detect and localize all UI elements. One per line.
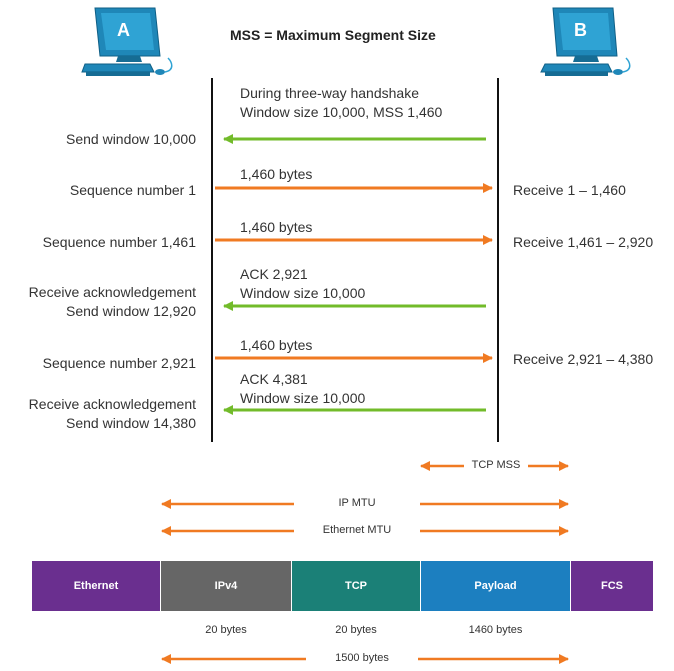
ack-1-window: Window size 10,000 [240, 285, 366, 301]
sequence-number-3: Sequence number 2,921 [42, 355, 196, 371]
ack-2-label: ACK 4,381 [240, 371, 308, 387]
frame-tcp-label: TCP [345, 580, 367, 592]
frame-ethernet-label: Ethernet [73, 580, 119, 592]
tcp-mss-label: TCP MSS [471, 459, 521, 471]
receive-range-1: Receive 1 – 1,460 [513, 182, 626, 198]
frame-fcs: FCS [571, 561, 653, 611]
frame-ipv4: IPv4 [161, 561, 291, 611]
receive-ack-2: Receive acknowledgement [28, 396, 196, 412]
host-a-label: A [117, 20, 130, 40]
frame-ethernet: Ethernet [32, 561, 160, 611]
computer-a-icon [81, 7, 173, 76]
send-window-2: Send window 12,920 [66, 303, 196, 319]
total-bytes-label: 1500 bytes [335, 652, 389, 664]
send-window-3: Send window 14,380 [66, 415, 196, 431]
handshake-line-2: Window size 10,000, MSS 1,460 [240, 104, 443, 120]
ack-1-label: ACK 2,921 [240, 266, 308, 282]
frame-tcp: TCP [292, 561, 420, 611]
sequence-number-1: Sequence number 1 [69, 182, 196, 198]
ip-mtu-label: IP MTU [338, 497, 376, 509]
handshake-line-1: During three-way handshake [240, 85, 419, 101]
sequence-number-2: Sequence number 1,461 [42, 234, 196, 250]
segment-3-bytes: 1,460 bytes [240, 337, 313, 353]
ipv4-size: 20 bytes [205, 624, 247, 636]
host-b-label: B [574, 20, 587, 40]
payload-size: 1460 bytes [468, 624, 523, 636]
frame-payload: Payload [421, 561, 570, 611]
receive-ack-1: Receive acknowledgement [28, 284, 196, 300]
segment-2-bytes: 1,460 bytes [240, 219, 313, 235]
computer-b-icon [540, 7, 631, 76]
send-window-1: Send window 10,000 [66, 131, 196, 147]
diagram-title: MSS = Maximum Segment Size [230, 27, 436, 43]
receive-range-2: Receive 1,461 – 2,920 [513, 234, 654, 250]
frame-payload-label: Payload [474, 580, 517, 592]
ethernet-mtu-label: Ethernet MTU [322, 524, 392, 536]
frame-fcs-label: FCS [601, 580, 623, 592]
frame-ipv4-label: IPv4 [214, 580, 238, 592]
segment-1-bytes: 1,460 bytes [240, 166, 313, 182]
tcp-size: 20 bytes [335, 624, 377, 636]
receive-range-3: Receive 2,921 – 4,380 [513, 351, 654, 367]
ack-2-window: Window size 10,000 [240, 390, 366, 406]
